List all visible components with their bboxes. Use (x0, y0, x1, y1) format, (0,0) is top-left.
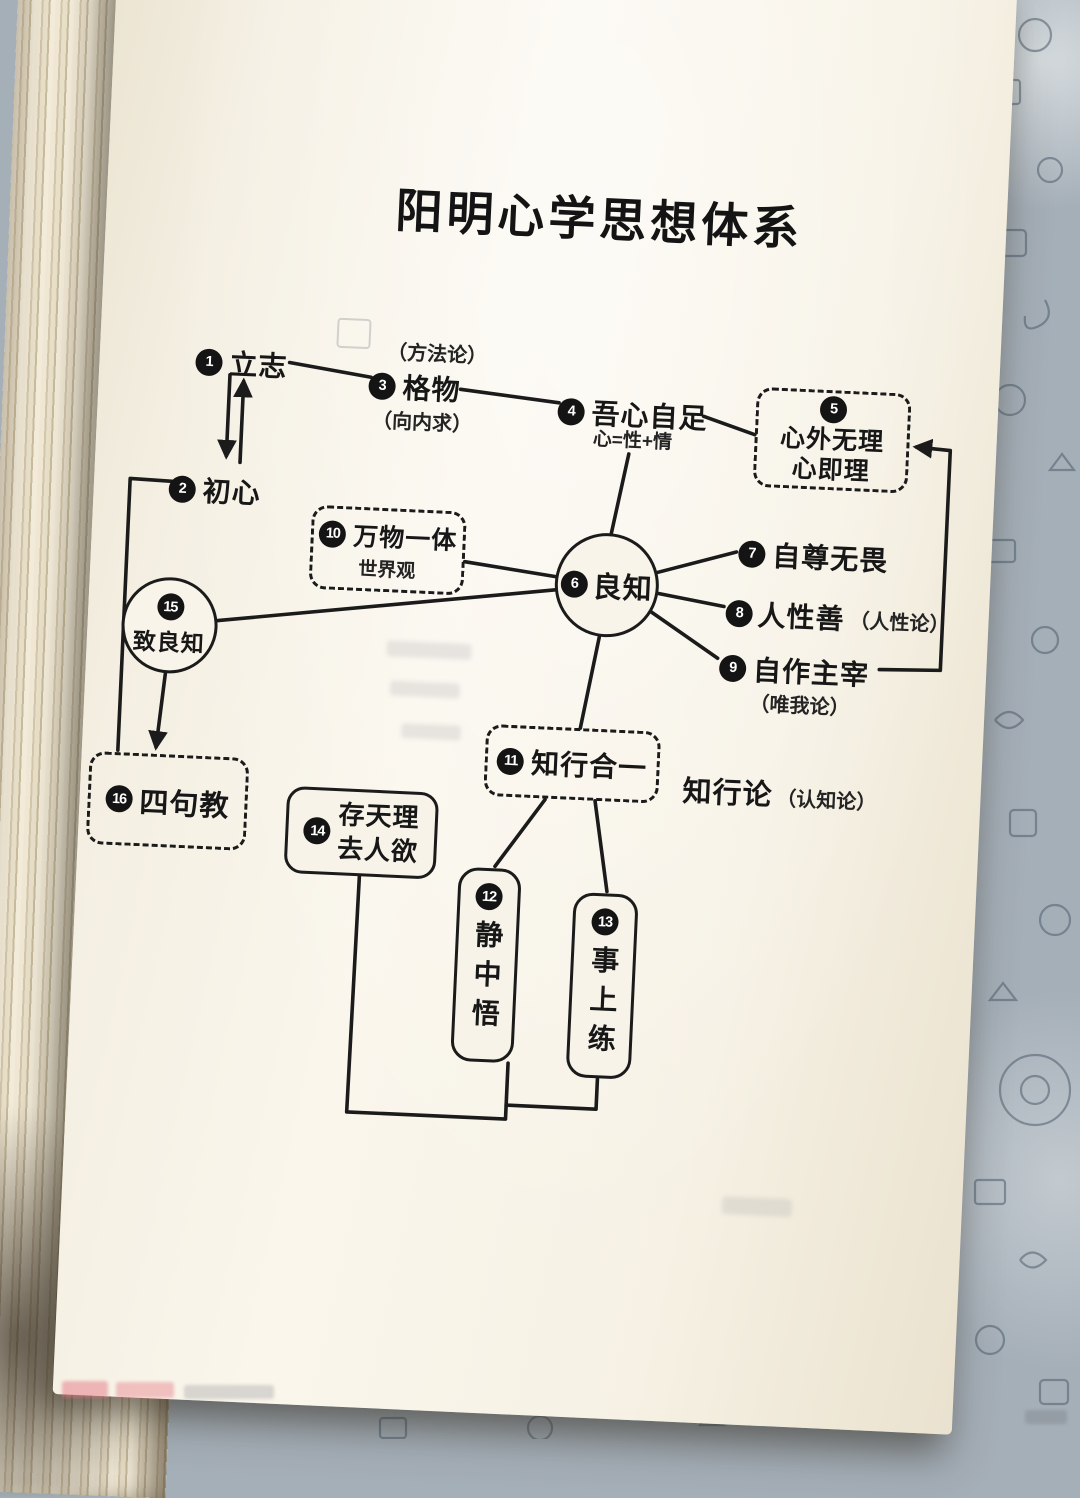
node-1-lizhi: 1 立志 (194, 341, 289, 385)
node-16-badge: 16 (105, 784, 134, 813)
node-5-label: 心外无理 心即理 (779, 423, 885, 486)
node-1-label: 立志 (228, 348, 289, 383)
node-10-badge: 10 (318, 519, 347, 548)
edge-zizuozhuzai-xinwaiwuli (877, 438, 953, 673)
edge-lizhi-chuxin-down-arrow (217, 373, 237, 460)
node-14-badge: 14 (303, 816, 332, 845)
node-10-title-row: 10 万物一体 (318, 515, 459, 557)
node-4-note-below: 心=性+情 (592, 428, 673, 454)
node-6-badge: 6 (560, 569, 589, 598)
node-12-jingzhongwu: 12 静中悟 (450, 866, 522, 1064)
node-8-badge: 8 (725, 599, 754, 628)
edge-wanwuyiti-liangzhi (462, 559, 559, 579)
node-7-badge: 7 (737, 539, 767, 568)
edge-liangzhi-zizunwuwei (655, 550, 739, 575)
edge-zhiliangzhi-sijujiao-arrow (148, 671, 168, 751)
book-page: 阳明心学思想体系 1 立志 2 初心 （方法论） 3 格物 （向内求） 4 吾心… (52, 0, 1018, 1435)
node-13-badge: 13 (590, 907, 620, 937)
edge-zhixingheyi-jingzhongwu (493, 797, 547, 869)
watermark-smudge (62, 1381, 108, 1398)
node-11-label: 知行合一 (530, 747, 648, 785)
node-8-note-inline: （人性论） (848, 609, 950, 637)
node-2-label: 初心 (201, 475, 262, 510)
node-4-badge: 4 (557, 397, 586, 426)
node-11-side-note: （认知论） (775, 788, 877, 815)
node-9-note-below: （唯我论） (749, 693, 850, 720)
edge-wuxinzizu-xinwaiwuli (701, 414, 757, 437)
node-15-label: 致良知 (132, 627, 206, 657)
node-16-label: 四句教 (138, 786, 231, 823)
node-10-wanwuyiti: 10 万物一体 世界观 (308, 504, 468, 596)
node-7-label: 自尊无畏 (771, 540, 889, 577)
node-5-xinwaiwuli: 5 心外无理 心即理 (752, 386, 912, 494)
diagram-connectors (116, 360, 953, 1121)
node-11-title-row: 11 知行合一 (496, 740, 648, 787)
edge-cuntianli-bottom-routing (344, 874, 510, 1121)
node-16-sijujiao: 16 四句教 (85, 750, 250, 852)
node-6-label: 良知 (591, 571, 654, 607)
node-12-label: 静中悟 (467, 919, 504, 1039)
node-14-label: 存天理 去人欲 (336, 798, 421, 867)
edge-liangzhi-zhixingheyi (578, 634, 602, 730)
node-12-badge: 12 (474, 882, 504, 911)
node-2-chuxin: 2 初心 (168, 468, 262, 512)
node-14-cuntianli: 14 存天理 去人欲 (283, 785, 440, 880)
node-2-badge: 2 (168, 474, 197, 503)
node-14-title-row: 14 存天理 去人欲 (302, 796, 420, 869)
node-3-note-below: （向内求） (371, 409, 473, 437)
node-8-label: 人性善 (756, 600, 846, 635)
edge-gewu-wuxinzizu (458, 387, 561, 405)
node-3-note-above: （方法论） (386, 341, 488, 368)
edge-liangzhi-renxingshan (656, 591, 726, 609)
watermark-smudge (1025, 1410, 1067, 1424)
node-5-badge: 5 (819, 395, 848, 424)
node-16-title-row: 16 四句教 (105, 777, 231, 825)
edge-chuxin-sijujiao (116, 476, 174, 752)
node-1-badge: 1 (194, 347, 224, 376)
node-13-shishanglian: 13 事上练 (565, 891, 639, 1080)
node-10-label: 万物一体 (352, 522, 458, 556)
node-9-zizuozhuzai: 9 自作主宰 (718, 647, 870, 694)
node-7-zizunwuwei: 7 自尊无畏 (737, 533, 890, 580)
node-11-side-label: 知行论 (681, 775, 774, 812)
watermark-smudge (116, 1382, 174, 1398)
edge-shishanglian-bottom-routing (504, 1077, 600, 1112)
node-11-badge: 11 (496, 746, 525, 776)
node-3-badge: 3 (368, 371, 397, 400)
edge-chuxin-lizhi-up-arrow (233, 377, 253, 465)
node-11-zhixingheyi: 11 知行合一 (483, 723, 662, 804)
edge-zhiliangzhi-liangzhi (216, 588, 558, 623)
node-11-side-text: 知行论 （认知论） (682, 768, 878, 819)
watermark-smudge (184, 1385, 274, 1399)
edge-liangzhi-zizuozhuzai (649, 610, 720, 661)
node-3-label: 格物 (401, 372, 462, 407)
node-3-gewu: 3 格物 (368, 365, 462, 409)
node-10-note-below: 世界观 (357, 558, 416, 583)
edge-lizhi-gewu (287, 360, 373, 380)
node-13-label: 事上练 (583, 944, 620, 1064)
edge-wuxinzizu-liangzhi (609, 452, 631, 537)
node-15-badge: 15 (156, 592, 185, 621)
node-9-badge: 9 (718, 653, 747, 683)
edge-zhixingheyi-shishanglian (593, 799, 609, 894)
